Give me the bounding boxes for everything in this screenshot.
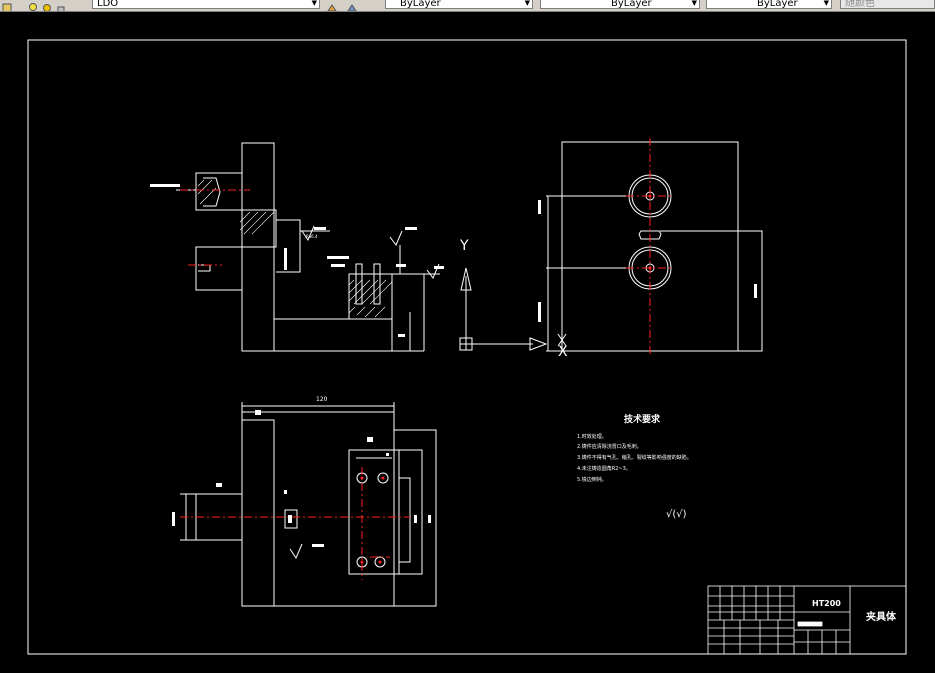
layer-dropdown[interactable]: LDO ▼ [92,0,320,9]
make-current-layer-icon[interactable] [327,0,337,11]
lineweight-value: ByLayer [757,0,798,9]
dimension-text-marks [150,184,757,547]
drawing-canvas[interactable]: 120 Y X Ra6.4 √(√) HT200 夹具体 技术要求 1.时效处理… [0,12,935,669]
tech-requirement-item: 2.铸件应清除浇冒口及毛刺。 [577,444,642,450]
lock-icon[interactable] [56,0,66,11]
color-value: ByLayer [400,0,441,9]
roughness-label: Ra6.4 [306,234,318,239]
plotstyle-dropdown[interactable]: 随颜色 [840,0,935,9]
title-block [707,585,907,655]
layer-previous-icon[interactable] [347,0,357,11]
surface-finish-note: √(√) [666,509,687,520]
color-dropdown[interactable]: ByLayer ▼ [385,0,533,9]
roughness-symbols [289,225,440,560]
tech-requirement-item: 3.铸件不得有气孔、缩孔、裂纹等影响强度的缺陷。 [577,455,692,461]
front-view [176,142,440,352]
centerlines [180,138,674,580]
plotstyle-value: 随颜色 [845,0,875,9]
layer-value: LDO [97,0,119,9]
drawing-border [27,39,907,655]
part-name-label: 夹具体 [866,610,897,623]
center-marks [360,194,652,564]
lineweight-dropdown[interactable]: ByLayer ▼ [706,0,832,9]
ucs-icon [459,267,548,351]
tech-requirements-title: 技术要求 [624,415,661,425]
properties-toolbar: LDO ▼ ByLayer ▼ ByLayer ▼ ByLayer ▼ 随颜色 [0,0,935,12]
tech-requirement-item: 4.未注铸造圆角R2~3。 [577,466,631,472]
material-label: HT200 [812,599,841,608]
lightbulb-icon[interactable] [28,0,38,11]
chevron-down-icon: ▼ [311,0,317,7]
axis-x-label: X [558,344,568,360]
linetype-dropdown[interactable]: ByLayer ▼ [540,0,700,9]
axis-y-label: Y [459,238,469,254]
dim-overall-text: 120 [316,396,328,403]
chevron-down-icon: ▼ [691,0,697,7]
top-view [180,402,437,607]
tech-requirement-item: 1.时效处理。 [577,434,607,440]
chevron-down-icon: ▼ [823,0,829,7]
sun-icon[interactable] [42,0,52,11]
linetype-value: ByLayer [611,0,652,9]
side-view [546,141,763,352]
cad-drawing: 120 Y X Ra6.4 √(√) HT200 夹具体 [27,39,907,655]
chevron-down-icon: ▼ [524,0,530,7]
layer-state-icon[interactable] [2,0,12,11]
tech-requirement-item: 5.锐边倒钝。 [577,477,607,483]
